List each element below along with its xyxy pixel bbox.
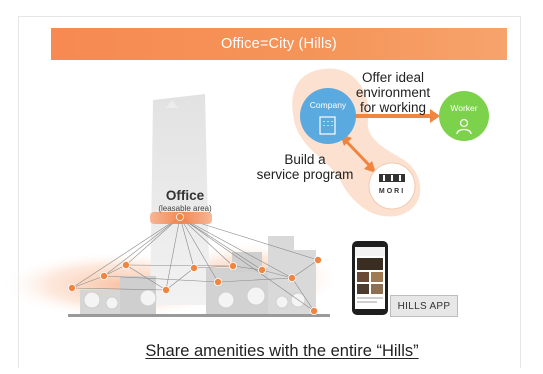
mori-node: [368, 162, 416, 210]
hills-app-label: HILLS APP: [390, 295, 458, 317]
city-buildings: [80, 236, 316, 316]
offer-arrow: [350, 109, 440, 123]
company-node: [300, 88, 356, 144]
network-lines: [71, 216, 319, 312]
build-label: Build a service program: [240, 152, 370, 182]
office-label: Office: [165, 188, 205, 203]
frame-border-right: [520, 16, 521, 368]
offer-label: Offer ideal environment for working: [338, 70, 448, 115]
worker-node: [439, 91, 489, 141]
mori-label: MORI: [378, 188, 406, 195]
worker-label: Worker: [450, 103, 478, 113]
building-icon: [319, 116, 336, 135]
person-icon: [456, 118, 472, 135]
build-label-line1: Build a: [284, 152, 326, 167]
ground-line: [68, 314, 330, 317]
network-nodes: [68, 212, 322, 315]
title-banner: Office=City (Hills): [51, 28, 507, 60]
mori-logo: [379, 174, 405, 182]
offer-label-line2: environment: [355, 85, 431, 100]
company-label: Company: [309, 100, 347, 110]
office-sublabel: (leasable area): [158, 204, 212, 213]
banner-title: Office=City (Hills): [221, 36, 337, 52]
office-tower: [150, 94, 210, 305]
offer-label-line1: Offer ideal: [361, 70, 425, 85]
frame-border-top: [18, 16, 521, 17]
offer-label-line3: for working: [359, 100, 427, 115]
footer-caption: Share amenities with the entire “Hills”: [145, 342, 419, 360]
frame-border-left: [18, 16, 19, 368]
build-label-line2: service program: [256, 167, 354, 182]
trees: [83, 286, 306, 310]
smartphone-icon: [352, 241, 388, 315]
